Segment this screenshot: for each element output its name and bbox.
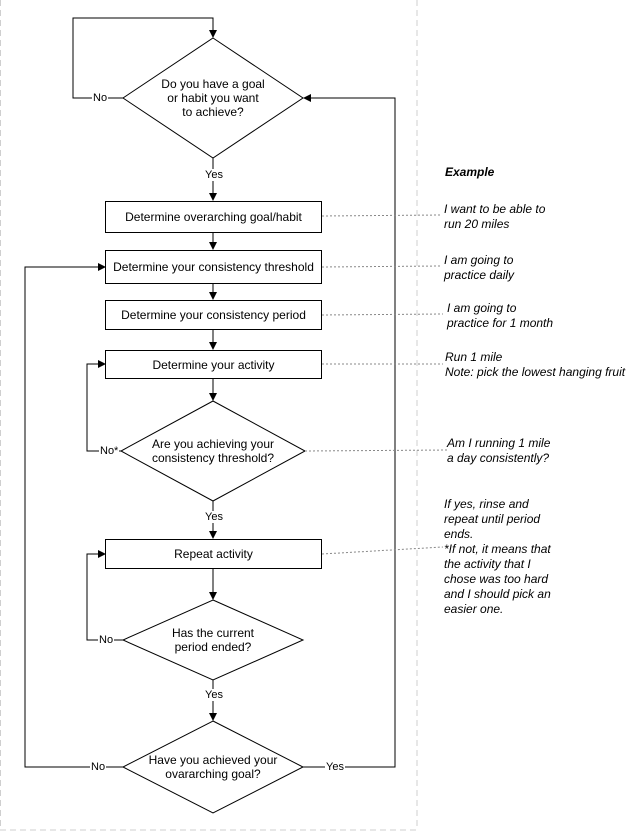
period-question-text: Has the current period ended? — [171, 626, 255, 654]
example-note-period: I am going to practice for 1 month — [447, 301, 554, 330]
example-note-repeat: If yes, rinse and repeat until period en… — [444, 497, 551, 616]
step-repeat-activity: Repeat activity — [105, 539, 322, 569]
example-note-threshold: I am going to practice daily — [444, 253, 515, 282]
example-note-consistency: Am I running 1 mile a day consistently? — [447, 436, 551, 465]
step-consistency-period: Determine your consistency period — [105, 300, 322, 330]
example-note-goal: I want to be able to run 20 miles — [444, 202, 546, 231]
consistency-no-label: No* — [99, 445, 120, 457]
step-consistency-threshold: Determine your consistency threshold — [105, 250, 322, 284]
step-activity-label: Determine your activity — [152, 357, 275, 372]
example-note-activity: Run 1 mile Note: pick the lowest hanging… — [445, 350, 626, 379]
goal-no-label: No — [92, 92, 109, 104]
step-consistency-threshold-label: Determine your consistency threshold — [113, 260, 314, 274]
step-repeat-activity-label: Repeat activity — [174, 547, 253, 561]
goal-yes-label: Yes — [204, 169, 224, 181]
example-guide-lines — [304, 214, 449, 555]
example-heading: Example — [445, 165, 495, 179]
consistency-question-text: Are you achieving your consistency thres… — [151, 437, 275, 465]
page-border — [0, 0, 418, 831]
period-yes-label: Yes — [204, 689, 224, 701]
achieved-question-text: Have you achieved your ovararching goal? — [148, 753, 278, 781]
achieved-yes-label: Yes — [325, 761, 345, 773]
decision-achieved-diamond — [121, 720, 305, 814]
consistency-yes-label: Yes — [204, 511, 224, 523]
step-consistency-period-label: Determine your consistency period — [121, 308, 306, 322]
goal-question-text: Do you have a goal or habit you want to … — [161, 77, 265, 119]
achieved-no-label: No — [90, 761, 107, 773]
period-no-label: No — [98, 634, 115, 646]
step-activity: Determine your activity — [105, 350, 322, 379]
step-overarching-goal-label: Determine overarching goal/habit — [125, 210, 302, 224]
step-overarching-goal: Determine overarching goal/habit — [105, 201, 322, 233]
